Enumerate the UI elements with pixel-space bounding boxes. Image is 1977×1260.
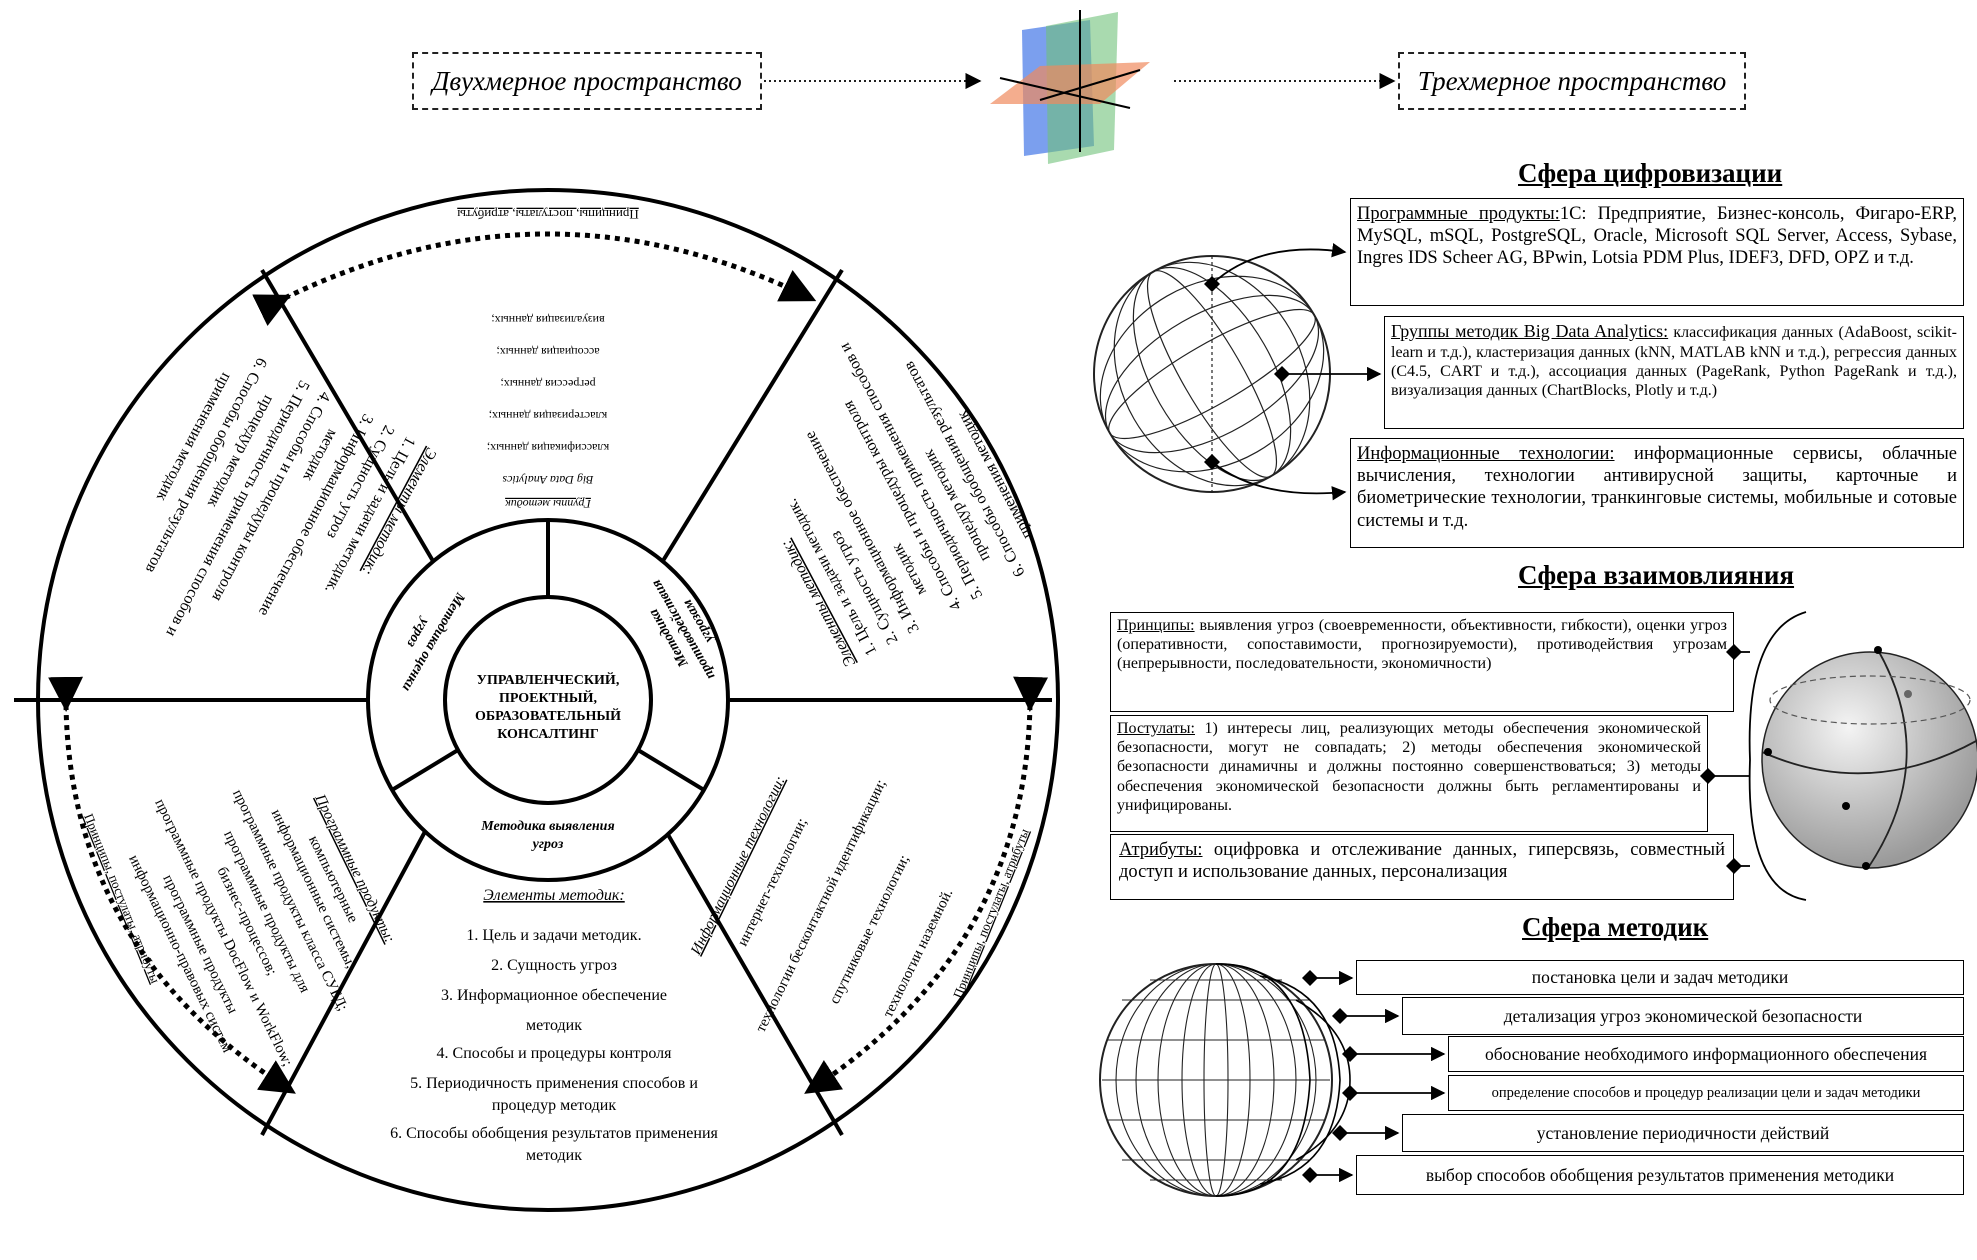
top-sector-item: визуализация данных;	[491, 313, 604, 327]
top-sector-heading-1: Группы методик	[505, 497, 592, 511]
globe-sphere-icon	[1099, 963, 1333, 1197]
two-dimensional-space-box: Двухмерное пространство	[412, 52, 762, 110]
top-sector-item: кластеризация данных;	[489, 409, 608, 423]
bottom-sector-heading: Элементы методик:	[483, 887, 624, 904]
ring-bottom-line-1: Методика выявления	[480, 819, 614, 834]
top-sector-item: регрессия данных;	[500, 377, 595, 391]
arc-label-right: Принципы, постулаты, атрибуты	[950, 826, 1032, 1000]
bottom-sector-item: 2. Сущность угроз	[491, 957, 617, 974]
big-data-box: Группы методик Big Data Analytics: класс…	[1384, 316, 1964, 429]
info-tech-box: Информационные технологии: информационны…	[1350, 438, 1964, 548]
right-lower-item: технологии бесконтактной идентификации;	[753, 777, 890, 1035]
methods-sphere-title: Сфера методик	[1522, 912, 1709, 942]
bottom-sector-item: методик	[526, 1147, 582, 1164]
two-dimensional-space-label: Двухмерное пространство	[432, 65, 742, 96]
bottom-sector-item: методик	[526, 1017, 582, 1034]
arc-label-top: Принципы, постулаты, атрибуты	[457, 207, 639, 222]
bottom-sector-item: процедур методик	[492, 1097, 616, 1114]
method-item-6: выбор способов обобщения результатов при…	[1356, 1155, 1964, 1195]
info-tech-label: Информационные технологии:	[1357, 444, 1615, 464]
bottom-sector-text: Элементы методик: 1. Цель и задачи метод…	[390, 887, 718, 1164]
bottom-sector-item: 3. Информационное обеспечение	[441, 987, 667, 1004]
top-sector-item: ассоциация данных;	[496, 345, 599, 359]
methodology-wheel: УПРАВЛЕНЧЕСКИЙ, ПРОЕКТНЫЙ, ОБРАЗОВАТЕЛЬН…	[14, 188, 1060, 1212]
attributes-box: Атрибуты: оцифровка и отслеживание данны…	[1110, 834, 1734, 900]
big-data-text: классификация данных (AdaBoost, scikit-l…	[1391, 324, 1958, 399]
software-products-text: 1С: Предприятие, Бизнес-консоль, Фигаро-…	[1357, 204, 1957, 269]
big-data-label: Группы методик Big Data Analytics:	[1391, 321, 1669, 341]
method-item-label: выбор способов обобщения результатов при…	[1425, 1164, 1895, 1185]
center-line-2: ПРОЕКТНЫЙ,	[499, 689, 597, 706]
principles-box: Принципы: выявления угроз (своевременнос…	[1110, 612, 1734, 712]
principles-text: выявления угроз (своевременности, объект…	[1117, 617, 1727, 673]
right-lower-sector-text: Информационные технологии: интернет-техн…	[688, 774, 957, 1035]
principles-arcs	[48, 231, 1049, 1094]
digital-connector-diamonds	[1204, 276, 1290, 470]
influence-sphere-title: Сфера взаимовлияния	[1518, 560, 1795, 590]
top-arrows-and-planes	[764, 10, 1396, 164]
method-item-3: обоснование необходимого информационного…	[1448, 1036, 1964, 1072]
method-item-4: определение способов и процедур реализац…	[1448, 1075, 1964, 1111]
influence-bracket	[1748, 611, 1807, 901]
method-item-1: постановка цели и задач методики	[1356, 960, 1964, 995]
methods-brackets	[1215, 963, 1351, 1197]
software-products-label: Программные продукты:	[1357, 204, 1560, 224]
postulates-label: Постулаты:	[1117, 720, 1195, 737]
top-sector-item: классификация данных;	[487, 441, 609, 455]
method-item-label: определение способов и процедур реализац…	[1491, 1084, 1921, 1101]
method-item-label: детализация угроз экономической безопасн…	[1503, 1005, 1863, 1026]
ring-dividers	[390, 520, 706, 792]
three-dimensional-space-label: Трехмерное пространство	[1417, 65, 1727, 96]
center-label: УПРАВЛЕНЧЕСКИЙ, ПРОЕКТНЫЙ, ОБРАЗОВАТЕЛЬН…	[475, 671, 621, 742]
ring-label-bottom: Методика выявления угроз	[480, 819, 614, 852]
center-line-3: ОБРАЗОВАТЕЛЬНЫЙ	[475, 707, 621, 724]
center-line-1: УПРАВЛЕНЧЕСКИЙ,	[477, 671, 620, 688]
ring-bottom-line-2: угроз	[531, 837, 564, 852]
bottom-sector-item: 5. Периодичность применения способов и	[410, 1075, 698, 1092]
top-sector-heading-2: Big Data Analytics	[502, 473, 593, 487]
method-item-label: постановка цели и задач методики	[1531, 967, 1789, 987]
digital-sphere-title: Сфера цифровизации	[1518, 158, 1783, 188]
left-lower-sector-text: Программные продукты: компьютерные инфор…	[125, 787, 397, 1069]
right-upper-sector-text: Элементы методик: 1. Цель и задачи метод…	[778, 340, 1036, 670]
top-sector-text: Группы методик Big Data Analytics класси…	[487, 313, 609, 511]
wireframe-sphere-icon	[1093, 255, 1331, 493]
shaded-sphere-icon	[1761, 646, 1977, 870]
center-line-4: КОНСАЛТИНГ	[497, 727, 599, 742]
bottom-sector-item: 1. Цель и задачи методик.	[466, 927, 641, 944]
three-dimensional-space-box: Трехмерное пространство	[1398, 52, 1746, 110]
attributes-text: оцифровка и отслеживание данных, гиперсв…	[1119, 840, 1725, 883]
coordinate-planes-icon	[990, 10, 1150, 164]
postulates-box: Постулаты: 1) интересы лиц, реализующих …	[1110, 715, 1708, 832]
attributes-label: Атрибуты:	[1119, 840, 1203, 860]
method-item-2: детализация угроз экономической безопасн…	[1402, 997, 1964, 1035]
principles-label: Принципы:	[1117, 617, 1195, 634]
bottom-sector-item: 4. Способы и процедуры контроля	[437, 1045, 673, 1062]
method-item-5: установление периодичности действий	[1402, 1114, 1964, 1152]
method-item-label: обоснование необходимого информационного…	[1484, 1043, 1928, 1064]
software-products-box: Программные продукты:1С: Предприятие, Би…	[1350, 198, 1964, 306]
bottom-sector-item: 6. Способы обобщения результатов примене…	[390, 1125, 718, 1142]
postulates-text: 1) интересы лиц, реализующих методы обес…	[1117, 720, 1701, 814]
info-tech-text: информационные сервисы, облачные вычисле…	[1357, 444, 1957, 531]
method-item-label: установление периодичности действий	[1536, 1122, 1830, 1143]
methods-diamonds	[1302, 970, 1358, 1183]
